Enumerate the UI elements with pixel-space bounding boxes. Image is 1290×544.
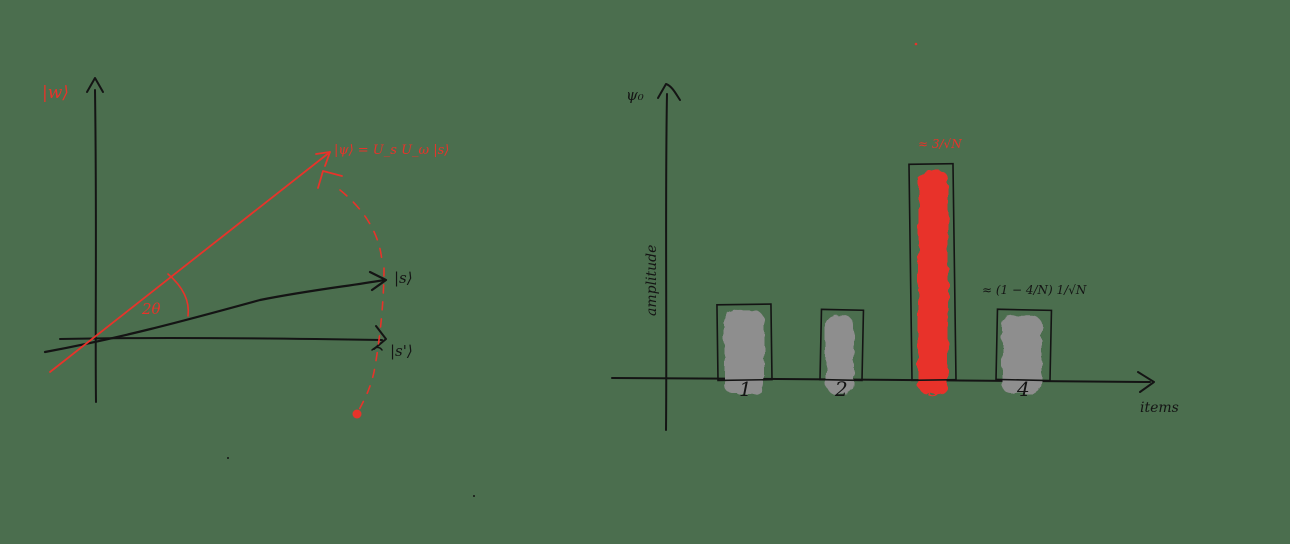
bar-2-label: 2 xyxy=(834,377,848,401)
bar-3-fill xyxy=(918,170,948,394)
angle-arc xyxy=(167,273,190,317)
reflection-point xyxy=(352,409,362,419)
s-vector xyxy=(43,278,386,354)
amplitude-axis xyxy=(665,93,668,431)
psi-vector xyxy=(49,151,331,373)
bar-1 xyxy=(716,303,773,382)
amplitude-axis-title: amplitude xyxy=(644,245,660,316)
s-prime-label: |s'⟩ xyxy=(390,342,413,360)
rotation-diagram: |w⟩ |s'⟩ |s⟩ |ψ⟩ = U_s U_ω |s⟩ 2θ xyxy=(42,77,449,419)
bar-3-label: 3 xyxy=(928,377,941,401)
amplitude-axis-arrowhead xyxy=(657,83,681,101)
bar-1-fill xyxy=(724,310,764,394)
s-vector-label: |s⟩ xyxy=(394,269,413,287)
bar-4-fill xyxy=(1002,315,1042,394)
items-axis xyxy=(611,377,1151,383)
psi-vector-label: |ψ⟩ = U_s U_ω |s⟩ xyxy=(334,143,449,158)
w-axis-arrowhead xyxy=(86,77,104,93)
amplitude-diagram: ψ₀ amplitude items 1 2 3 4 ≈ 3/√N ≈ (1 − 4/… xyxy=(611,83,1179,431)
bar-3 xyxy=(908,162,957,382)
s-vector-arrowhead xyxy=(368,270,388,292)
w-axis-label: |w⟩ xyxy=(42,83,69,103)
s-prime-axis xyxy=(59,336,383,341)
bar-4 xyxy=(995,308,1053,382)
rotation-arc xyxy=(339,189,383,263)
bar-2 xyxy=(819,308,865,382)
amplitude-axis-symbol: ψ₀ xyxy=(626,86,644,104)
bar-4-label: 4 xyxy=(1016,377,1030,401)
bar-2-fill xyxy=(826,315,854,394)
rotation-arc-head xyxy=(317,170,343,189)
s-prime-arrowhead xyxy=(373,325,387,350)
bar-4-annotation: ≈ (1 − 4/N) 1/√N xyxy=(982,283,1087,297)
angle-label: 2θ xyxy=(141,300,161,318)
items-axis-title: items xyxy=(1140,400,1179,416)
psi-vector-arrowhead xyxy=(315,151,331,167)
bar-1-label: 1 xyxy=(739,377,752,401)
bar-3-annotation: ≈ 3/√N xyxy=(918,137,962,151)
w-axis xyxy=(94,89,97,403)
items-axis-arrowhead xyxy=(1137,371,1155,393)
